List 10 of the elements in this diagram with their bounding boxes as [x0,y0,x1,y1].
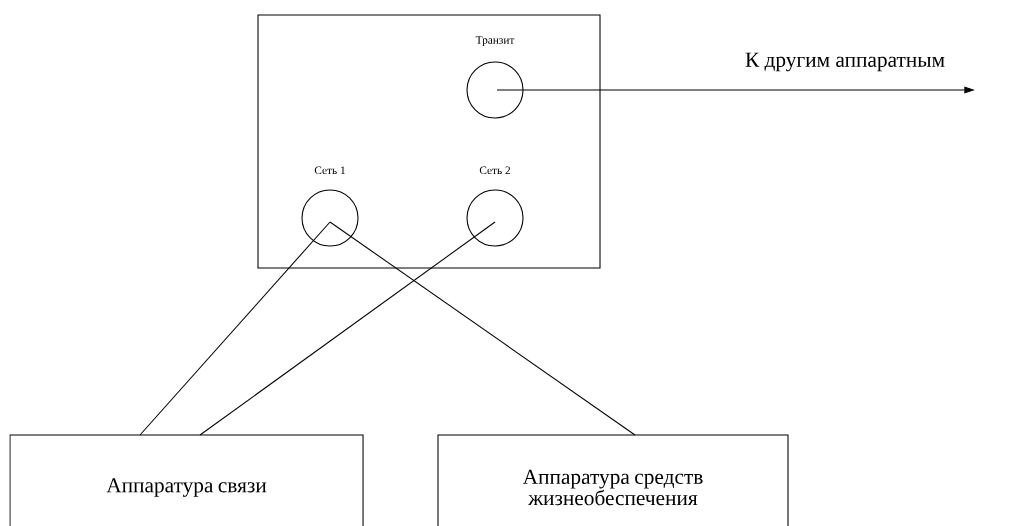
node-label: Сеть 1 [314,166,345,175]
device-box: Аппаратура средств жизнеобеспечения [437,434,789,526]
edge-label: К другим аппаратным [743,51,947,73]
node-label: Сеть 2 [479,166,511,175]
connector-line [199,221,496,436]
frame-box [257,14,601,269]
connector-line [139,221,331,436]
connector-line [329,221,636,436]
node-label: Транзит [475,36,515,47]
device-box: Аппаратура связи [9,434,364,526]
